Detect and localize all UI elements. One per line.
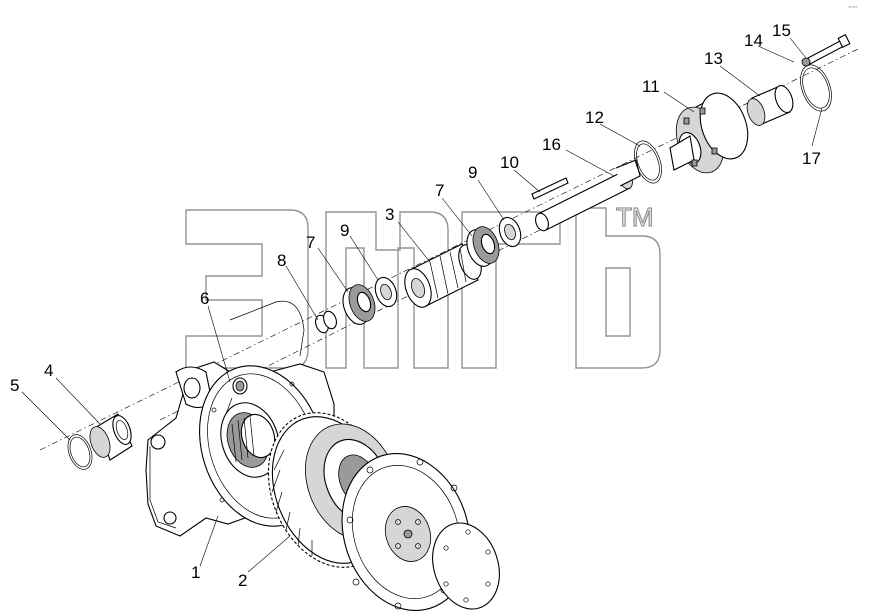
part-8-small-ring: [315, 310, 337, 334]
leader-lines: [21, 37, 823, 573]
part-5-o-ring: [67, 434, 93, 470]
part-9-washer-left: [374, 276, 398, 308]
callout-2: 2: [238, 571, 247, 590]
callout-7-left: 7: [306, 233, 315, 252]
callout-5: 5: [10, 376, 19, 395]
part-11-hub: [669, 92, 749, 174]
callout-15: 15: [772, 21, 791, 40]
part-7-bearing-left: [342, 284, 376, 325]
callout-6: 6: [200, 289, 209, 308]
corner-mark: ᵘᴺ ᵃᵃᵃ: [848, 5, 858, 10]
part-6-bolt: [225, 377, 248, 415]
part-12-o-ring: [634, 140, 662, 184]
part-4-bushing: [89, 413, 133, 461]
callout-13: 13: [704, 49, 723, 68]
part-3-pinion: [404, 243, 482, 308]
callout-9-right: 9: [468, 163, 477, 182]
callout-12: 12: [585, 108, 604, 127]
part-7-bearing-right: [466, 226, 500, 267]
part-9-washer-right: [498, 216, 522, 248]
callout-1: 1: [191, 563, 200, 582]
callout-17: 17: [802, 149, 821, 168]
callout-4: 4: [44, 361, 53, 380]
callout-14: 14: [744, 31, 763, 50]
part-15-bolt: [801, 33, 851, 67]
watermark-tm: TM: [616, 202, 654, 232]
part-17-ring: [800, 64, 832, 112]
callout-11: 11: [642, 77, 660, 96]
callout-3: 3: [385, 205, 394, 224]
callout-16: 16: [542, 135, 561, 154]
callout-9-left: 9: [340, 221, 349, 240]
callout-labels: 1 2 3 4 5 6 7 7 8 9 9 10 11 12 13 14 15 …: [10, 21, 821, 590]
cover-plate: [432, 522, 500, 610]
callout-7-right: 7: [435, 181, 444, 200]
callout-10: 10: [500, 153, 519, 172]
part-10-key: [531, 177, 569, 200]
part-13-sleeve: [746, 85, 794, 126]
callout-8: 8: [277, 251, 286, 270]
part-16-shaft: [535, 159, 641, 232]
